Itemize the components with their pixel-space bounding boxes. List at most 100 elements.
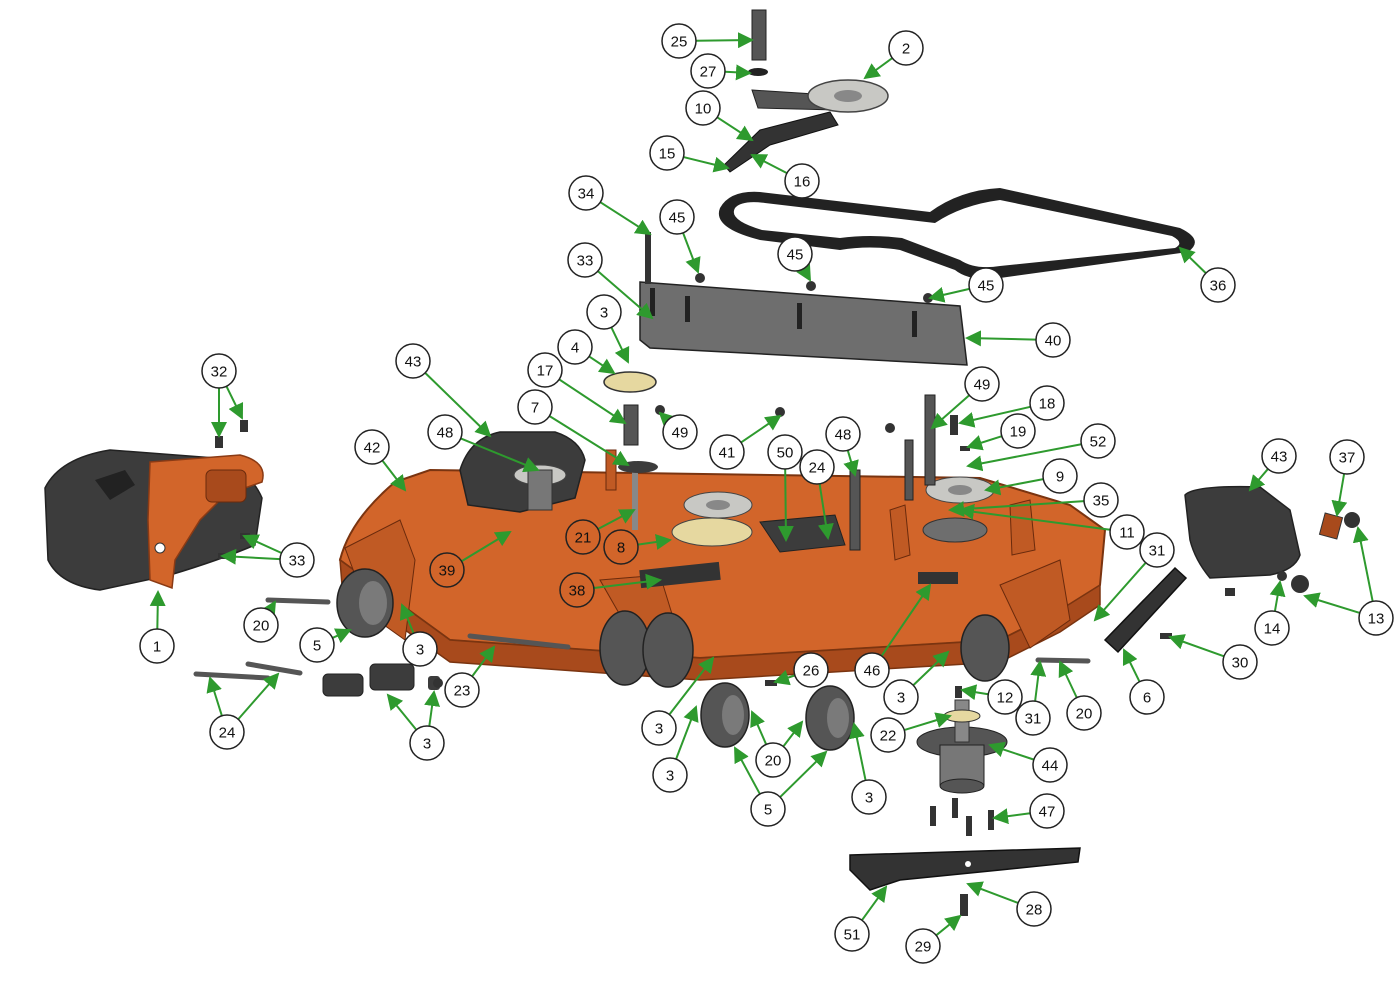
callout-label: 19 <box>1010 424 1027 441</box>
callout-c26: 26 <box>793 652 829 688</box>
leader-line-c5a-0 <box>332 628 352 644</box>
callout-circle <box>652 757 688 793</box>
callout-label: 45 <box>978 278 995 295</box>
callout-label: 40 <box>1045 333 1062 350</box>
callout-circle <box>1358 600 1394 636</box>
callout-c41: 41 <box>709 434 745 470</box>
callout-c5b: 5 <box>750 791 786 827</box>
callout-label: 49 <box>672 425 689 442</box>
leader-line-c9-0 <box>984 478 1044 496</box>
trim-plate <box>1103 566 1188 654</box>
leader-line-c24a-0 <box>206 676 223 717</box>
callout-c2: 2 <box>888 30 924 66</box>
callout-label: 3 <box>423 736 431 753</box>
callout-label: 18 <box>1039 396 1056 413</box>
callout-circle <box>1109 514 1145 550</box>
right-side-cover <box>1184 485 1360 593</box>
fasteners <box>215 232 1235 916</box>
callout-c35: 35 <box>1083 482 1119 518</box>
callout-c4: 4 <box>557 329 593 365</box>
callout-circle <box>784 163 820 199</box>
leader-line-c48a-0 <box>460 437 540 473</box>
leader-line-c12-0 <box>960 684 989 701</box>
callout-c23: 23 <box>444 672 480 708</box>
leader-line-c43a-0 <box>424 372 492 438</box>
leader-line-c45c-0 <box>928 287 970 303</box>
leader-line-c20a-0 <box>260 600 277 619</box>
callout-c1: 1 <box>139 628 175 664</box>
callout-label: 5 <box>764 802 772 819</box>
callout-c10: 10 <box>685 90 721 126</box>
leader-line-c10-0 <box>716 116 754 142</box>
leader-line-c24b-0 <box>817 483 834 540</box>
callout-label: 21 <box>575 530 592 547</box>
callout-c7: 7 <box>517 389 553 425</box>
callout-c15: 15 <box>649 135 685 171</box>
callouts: 1233333334556789101112131415161718192020… <box>139 23 1394 964</box>
callout-label: 10 <box>695 101 712 118</box>
callout-c5a: 5 <box>299 627 335 663</box>
leader-line-c45b-0 <box>796 263 811 282</box>
leader-line-c25-0 <box>695 32 754 49</box>
leader-line-c43b-0 <box>1248 468 1269 492</box>
callout-label: 28 <box>1026 902 1043 919</box>
callout-label: 30 <box>1232 655 1249 672</box>
callout-circle <box>1222 644 1258 680</box>
callout-c36: 36 <box>1200 267 1236 303</box>
callout-c49b: 49 <box>964 366 1000 402</box>
callout-label: 24 <box>219 725 236 742</box>
callout-c38: 38 <box>559 572 595 608</box>
callout-circle <box>243 607 279 643</box>
callout-circle <box>1329 439 1365 475</box>
callout-c11: 11 <box>1109 514 1145 550</box>
leader-line-c36-0 <box>1178 246 1207 274</box>
callout-c19: 19 <box>1000 413 1036 449</box>
callout-circle <box>517 389 553 425</box>
callout-circle <box>209 714 245 750</box>
callout-label: 52 <box>1090 434 1107 451</box>
callout-c13: 13 <box>1358 600 1394 636</box>
callout-circle <box>603 529 639 565</box>
callout-circle <box>825 416 861 452</box>
leader-line-c20b-1 <box>782 720 804 748</box>
callout-c32: 32 <box>201 353 237 389</box>
callout-circle <box>586 294 622 330</box>
leader-line-c46-0 <box>880 583 932 657</box>
callout-c14: 14 <box>1254 610 1290 646</box>
callout-circle <box>1083 482 1119 518</box>
callout-circle <box>649 135 685 171</box>
callout-c33a: 33 <box>567 242 603 278</box>
leader-line-c8-0 <box>637 534 672 550</box>
callout-c24a: 24 <box>209 714 245 750</box>
callout-c18: 18 <box>1029 385 1065 421</box>
drive-belt <box>718 188 1195 279</box>
callout-c28: 28 <box>1016 891 1052 927</box>
leader-line-c4-0 <box>588 355 616 375</box>
callout-c45c: 45 <box>968 267 1004 303</box>
leader-line-c37-0 <box>1331 473 1348 517</box>
leader-line-c20b-0 <box>750 710 768 745</box>
callout-label: 6 <box>1143 690 1151 707</box>
callout-circle <box>429 552 465 588</box>
callout-label: 46 <box>864 663 881 680</box>
leader-line-c31a-0 <box>1093 562 1147 622</box>
leader-line-c24a-1 <box>237 672 280 720</box>
callout-label: 27 <box>700 64 717 81</box>
callout-c31b: 31 <box>1015 700 1051 736</box>
callout-label: 50 <box>777 445 794 462</box>
callout-label: 37 <box>1339 450 1356 467</box>
callout-circle <box>279 542 315 578</box>
callout-circle <box>565 519 601 555</box>
callout-c37: 37 <box>1329 439 1365 475</box>
callout-circle <box>444 672 480 708</box>
callout-circle <box>1042 458 1078 494</box>
callout-circle <box>870 717 906 753</box>
callout-c3a: 3 <box>586 294 622 330</box>
callout-circle <box>905 928 941 964</box>
callout-c29: 29 <box>905 928 941 964</box>
callout-circle <box>409 725 445 761</box>
callout-label: 3 <box>600 305 608 322</box>
leader-line-c49b-0 <box>930 394 970 430</box>
leader-line-c34-0 <box>599 201 652 236</box>
callout-label: 31 <box>1149 543 1166 560</box>
